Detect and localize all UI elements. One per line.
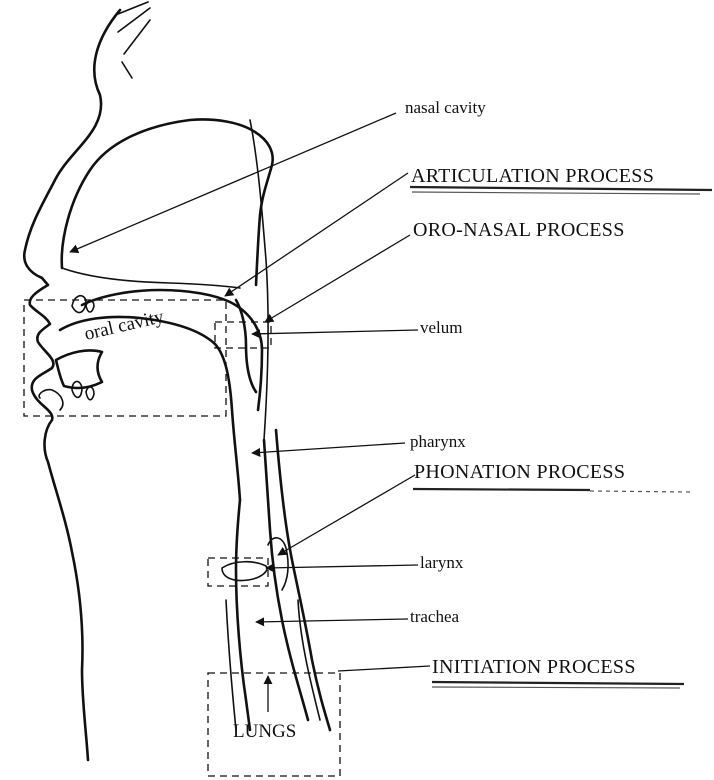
phonation-process-leader (278, 475, 415, 555)
oro-nasal-process-leader (265, 235, 410, 322)
initiation-process-underline (432, 682, 684, 684)
articulation-process-label: ARTICULATION PROCESS (411, 165, 654, 187)
larynx-label: larynx (420, 553, 464, 572)
head-profile-outline (24, 2, 150, 760)
trachea-leader (256, 619, 408, 622)
initiation-process-leader (338, 666, 430, 671)
phonation-process-underline-2 (590, 491, 690, 492)
pharynx-label: pharynx (410, 432, 466, 451)
oro-nasal-process-label: ORO-NASAL PROCESS (413, 219, 625, 241)
lungs-label: LUNGS (233, 721, 296, 742)
nasal-cavity-label: nasal cavity (405, 98, 486, 117)
articulation-process-leader (225, 173, 408, 296)
initiation-process-label: INITIATION PROCESS (432, 656, 636, 678)
articulation-process-underline (410, 187, 712, 190)
initiation-process-underline-2 (432, 687, 680, 688)
oral-cavity-label: oral cavity (82, 306, 166, 345)
pharynx-leader (252, 443, 405, 453)
velum-label: velum (420, 318, 463, 337)
articulation-process-underline-2 (412, 192, 700, 194)
velum-leader (252, 330, 418, 334)
nasal-cavity-leader (70, 113, 396, 252)
trachea-label: trachea (410, 607, 460, 626)
phonation-process-underline (413, 489, 590, 490)
nasal-cavity-shape (62, 120, 273, 289)
phonation-process-label: PHONATION PROCESS (414, 461, 625, 483)
